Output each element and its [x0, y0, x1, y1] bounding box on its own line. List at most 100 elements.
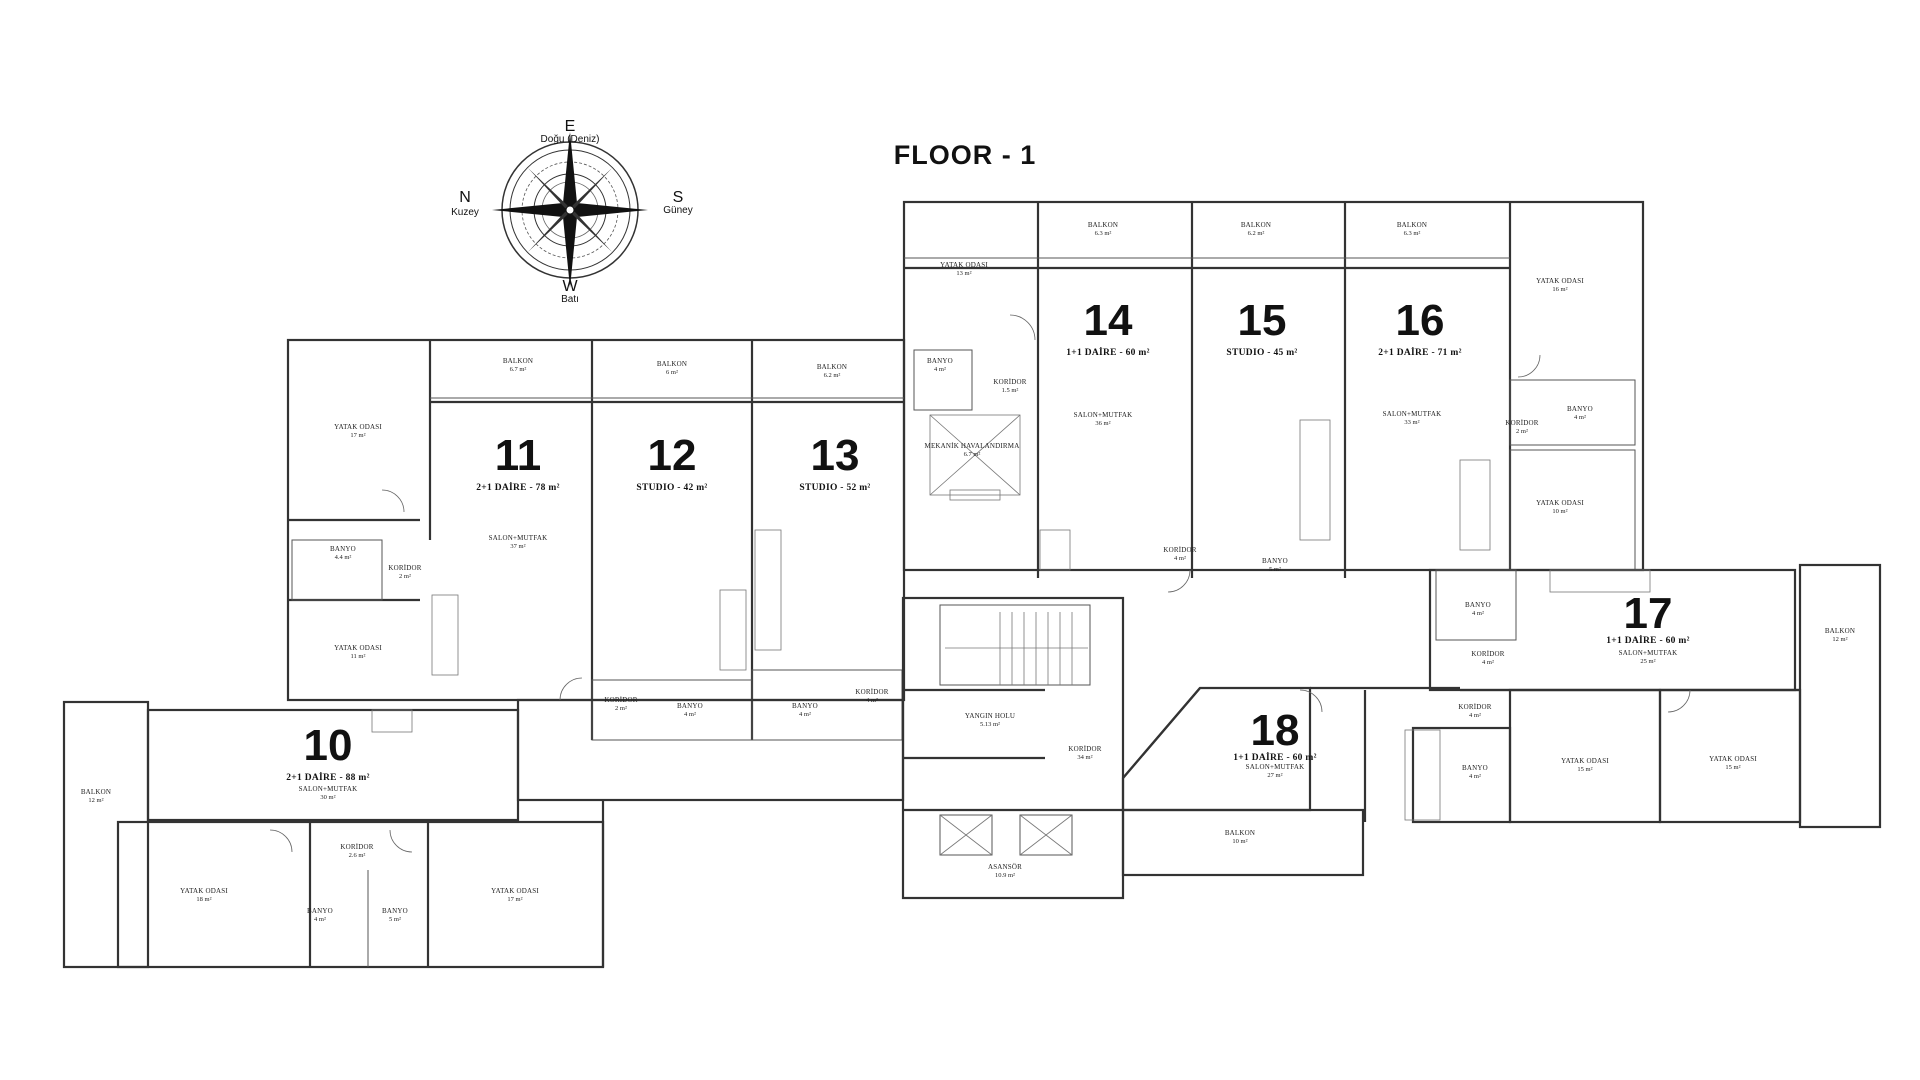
unit-number: 18 — [1251, 706, 1300, 755]
room-name: KORİDOR — [388, 564, 421, 572]
unit-type: STUDIO - 52 m² — [799, 483, 870, 493]
room-area: 4 m² — [866, 697, 878, 704]
room-area: 1.5 m² — [1002, 387, 1019, 394]
room-name: BANYO — [792, 702, 818, 710]
room-name: BALKON — [81, 788, 111, 796]
unit-number: 12 — [648, 431, 697, 480]
compass-west-label: Batı — [561, 294, 579, 305]
room-area: 11 m² — [351, 653, 366, 660]
room-name: BALKON — [1397, 221, 1427, 229]
unit-type: 2+1 DAİRE - 88 m² — [286, 771, 370, 783]
unit-type: 2+1 DAİRE - 71 m² — [1378, 346, 1462, 358]
room-area: 16 m² — [1552, 286, 1567, 293]
room-area: 4 m² — [1469, 773, 1481, 780]
room-name: BALKON — [1241, 221, 1271, 229]
room-name: BANYO — [677, 702, 703, 710]
room-name: YATAK ODASI — [180, 887, 228, 895]
room-name: BANYO — [1462, 764, 1488, 772]
fixtures — [269, 314, 1691, 853]
room-name: BALKON — [503, 357, 533, 365]
room-name: KORİDOR — [1458, 703, 1491, 711]
room-name: BANYO — [1262, 557, 1288, 565]
room-labels: BALKON 6.3 m² BALKON 6.2 m² BALKON 6.3 m… — [81, 221, 1855, 923]
room-area: 6.3 m² — [1404, 230, 1421, 237]
room-area: 6.3 m² — [1095, 230, 1112, 237]
unit-15: 15 STUDIO - 45 m² — [1226, 296, 1297, 358]
unit-number: 17 — [1624, 589, 1673, 638]
room-name: BANYO — [1465, 601, 1491, 609]
room-name: YATAK ODASI — [1561, 757, 1609, 765]
unit-13: 13 STUDIO - 52 m² — [799, 431, 870, 493]
room-area: 2 m² — [615, 705, 627, 712]
room-area: 34 m² — [1077, 754, 1092, 761]
compass-east-label: Doğu (Deniz) — [541, 134, 600, 145]
room-area: 4.4 m² — [335, 554, 352, 561]
room-area: 6.7 m² — [510, 366, 527, 373]
unit-number: 15 — [1238, 296, 1287, 345]
unit-type: 2+1 DAİRE - 78 m² — [476, 481, 560, 493]
unit-18: 18 1+1 DAİRE - 60 m² — [1233, 706, 1317, 763]
room-name: SALON+MUTFAK — [1074, 411, 1133, 419]
room-area: 36 m² — [1095, 420, 1110, 427]
room-area: 30 m² — [320, 794, 335, 801]
room-area: 17 m² — [507, 896, 522, 903]
compass-south-letter: S — [673, 189, 684, 206]
room-area: 37 m² — [510, 543, 525, 550]
room-area: 10 m² — [1232, 838, 1247, 845]
room-area: 25 m² — [1640, 658, 1655, 665]
room-area: 15 m² — [1725, 764, 1740, 771]
unit-11: 11 2+1 DAİRE - 78 m² — [476, 431, 560, 493]
room-area: 12 m² — [1832, 636, 1847, 643]
room-area: 4 m² — [1174, 555, 1186, 562]
room-area: 6.7 m² — [964, 451, 981, 458]
room-area: 2.6 m² — [349, 852, 366, 859]
room-name: YATAK ODASI — [1536, 277, 1584, 285]
room-name: BALKON — [1825, 627, 1855, 635]
room-name: KORİDOR — [993, 378, 1026, 386]
staircase-icon — [945, 612, 1088, 685]
room-name: SALON+MUTFAK — [1619, 649, 1678, 657]
room-area: 4 m² — [934, 366, 946, 373]
room-name: BANYO — [927, 357, 953, 365]
unit-type: STUDIO - 42 m² — [636, 483, 707, 493]
room-name: YATAK ODASI — [334, 644, 382, 652]
room-area: 6 m² — [666, 369, 678, 376]
room-name: YATAK ODASI — [491, 887, 539, 895]
room-name: BANYO — [307, 907, 333, 915]
room-name: KORİDOR — [1505, 419, 1538, 427]
room-area: 17 m² — [350, 432, 365, 439]
room-area: 5 m² — [1269, 566, 1281, 573]
unit-type: 1+1 DAİRE - 60 m² — [1066, 346, 1150, 358]
room-name: SALON+MUTFAK — [1383, 410, 1442, 418]
room-area: 5 m² — [389, 916, 401, 923]
floor-title: FLOOR - 1 — [894, 140, 1037, 170]
room-area: 4 m² — [1469, 712, 1481, 719]
room-name: SALON+MUTFAK — [1246, 763, 1305, 771]
unit-type: 1+1 DAİRE - 60 m² — [1606, 634, 1690, 646]
compass-rose-icon — [492, 132, 648, 288]
room-area: 13 m² — [956, 270, 971, 277]
room-area: 4 m² — [799, 711, 811, 718]
room-name: YATAK ODASI — [1709, 755, 1757, 763]
room-area: 4 m² — [684, 711, 696, 718]
unit-type: 1+1 DAİRE - 60 m² — [1233, 751, 1317, 763]
room-area: 4 m² — [314, 916, 326, 923]
room-name: BALKON — [1225, 829, 1255, 837]
unit-number: 14 — [1084, 296, 1133, 345]
compass-west-letter: W — [562, 278, 578, 295]
room-area: 5.13 m² — [980, 721, 1000, 728]
unit-number: 11 — [495, 431, 542, 480]
unit-12: 12 STUDIO - 42 m² — [636, 431, 707, 493]
room-name: BANYO — [1567, 405, 1593, 413]
room-area: 15 m² — [1577, 766, 1592, 773]
room-name: YANGIN HOLU — [965, 712, 1015, 720]
room-name: BANYO — [330, 545, 356, 553]
room-name: KORİDOR — [1163, 546, 1196, 554]
room-name: BALKON — [1088, 221, 1118, 229]
room-area: 10 m² — [1552, 508, 1567, 515]
room-name: BALKON — [817, 363, 847, 371]
room-area: 4 m² — [1574, 414, 1586, 421]
room-name: KORİDOR — [1471, 650, 1504, 658]
room-name: YATAK ODASI — [940, 261, 988, 269]
room-area: 6.2 m² — [1248, 230, 1265, 237]
